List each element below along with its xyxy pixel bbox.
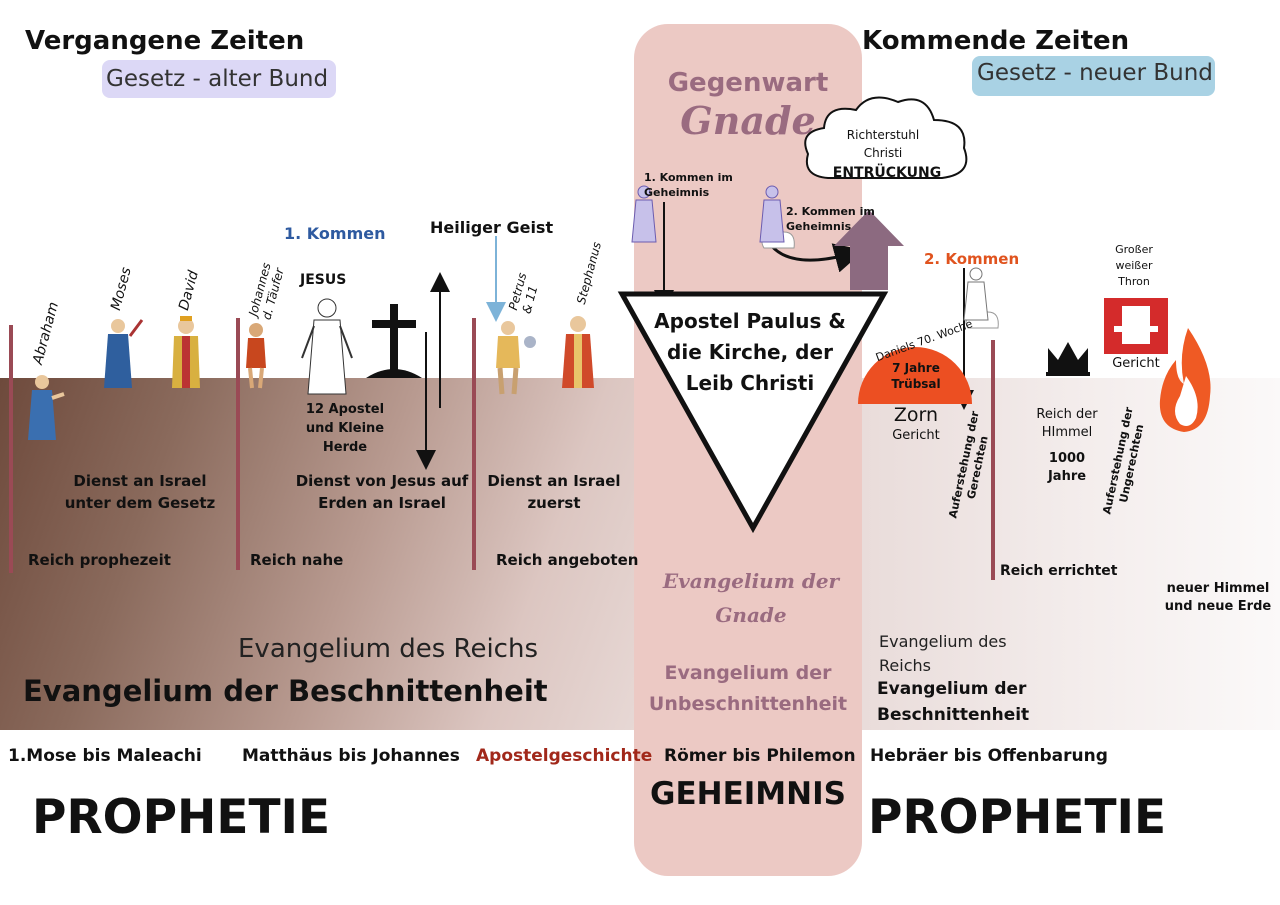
thousand-years-label: 1000 Jahre [1047,451,1087,484]
past-timeline-band [0,378,636,730]
gospel-uncircumcision-label: Evangelium der Unbeschnittenheit [648,662,848,715]
cloud-icon [804,96,968,179]
service-israel-first-label: Dienst an Israel zuerst [487,472,621,512]
throne-icon [1104,298,1168,354]
prophecy-right-label: PROPHETIE [868,790,1167,845]
first-coming-label: 1. Kommen [284,224,386,243]
service-israel-law-label: Dienst an Israel unter dem Gesetz [64,472,216,512]
returning-figure-icon [963,267,989,321]
new-covenant-label: Gesetz - neuer Bund [977,60,1213,86]
books-acts: Apostelgeschichte [476,746,653,766]
kingdom-offered-label: Reich angeboten [496,551,639,569]
rapture-arrow [834,210,904,290]
figure-david [172,316,200,388]
divider-johannes [236,318,240,570]
tribulation-label: 7 Jahre Trübsal [891,361,941,391]
figure-stephanus [562,316,594,388]
kingdom-established-label: Reich errichtet [1000,563,1118,579]
prophecy-left-label: PROPHETIE [32,790,331,845]
gospel-grace-label: Evangelium der Gnade [662,569,840,627]
name-abraham: Abraham [30,300,62,367]
future-timeline-band [862,378,1280,730]
name-david: David [176,268,202,313]
mystery-figure-icon [631,185,657,243]
gospel-kingdom-label: Evangelium des Reichs [238,634,538,664]
future-times-title: Kommende Zeiten [862,26,1130,56]
judgment-label: Gericht [1112,356,1160,371]
grace-title: Gnade [680,98,816,143]
mystery-label: GEHEIMNIS [650,776,846,812]
second-coming-label: 2. Kommen [924,250,1020,268]
apostles-label: 12 Apostel und Kleine Herde [305,402,385,455]
rapture-label: ENTRÜCKUNG [832,165,942,181]
figure-jesus [301,298,353,395]
church-triangle [617,291,889,534]
new-covenant-pill [972,56,1215,96]
divider-abraham [9,325,13,573]
tribulation-dome [858,347,972,404]
figure-moses [104,319,144,388]
great-white-throne-label: Großer weißer Thron [1115,243,1153,288]
gospel-circumcision-right-label: Evangelium der Beschnittenheit [877,679,1030,725]
gospel-circumcision-label: Evangelium der Beschnittenheit [23,674,548,708]
divider-kingdom [991,340,995,580]
figure-petrus [496,321,536,395]
old-covenant-pill [102,60,336,98]
church-label: Apostel Paulus & die Kirche, der Leib Ch… [654,309,846,395]
figure-abraham [28,375,65,440]
old-covenant-label: Gesetz - alter Bund [106,66,329,92]
figure-johannes [246,323,266,389]
name-moses: Moses [108,265,135,313]
divider-petrus [472,318,476,570]
name-stephanus: Stephanus [574,240,605,306]
present-title: Gegenwart [667,68,829,98]
name-jesus: JESUS [300,272,347,288]
kingdom-prophesied-label: Reich prophezeit [28,551,171,569]
kingdom-near-label: Reich nahe [250,551,344,569]
gospel-kingdom-right-label: Evangelium des Reichs [879,632,1007,675]
judgment-seat-label: Richterstuhl Christi [846,128,920,160]
judgment-small-label: Gericht [892,428,940,443]
books-hebrews-rev: Hebräer bis Offenbarung [870,746,1108,766]
mystery-second-coming-label: 2. Kommen im Geheimnis [786,205,875,233]
new-heaven-label: neuer Himmel und neue Erde [1164,581,1272,614]
name-petrus: Petrus & 11 [506,271,541,316]
books-ot: 1.Mose bis Maleachi [8,746,202,766]
wrath-label: Zorn [893,404,939,426]
mystery-figure-icon [759,185,785,243]
kingdom-heaven-label: Reich der HImmel [1036,407,1098,440]
mystery-first-coming-label: 1. Kommen im Geheimnis [644,171,733,199]
books-pauline: Römer bis Philemon [664,746,856,766]
books-gospels: Matthäus bis Johannes [242,746,460,766]
past-times-title: Vergangene Zeiten [25,26,305,56]
fire-icon [1159,328,1211,432]
holy-spirit-label: Heiliger Geist [430,218,554,237]
name-johannes: Johannes d. Täufer [246,261,287,322]
cross-icon [366,304,422,378]
crown-icon [1046,342,1090,376]
service-jesus-label: Dienst von Jesus auf Erden an Israel [295,472,469,512]
